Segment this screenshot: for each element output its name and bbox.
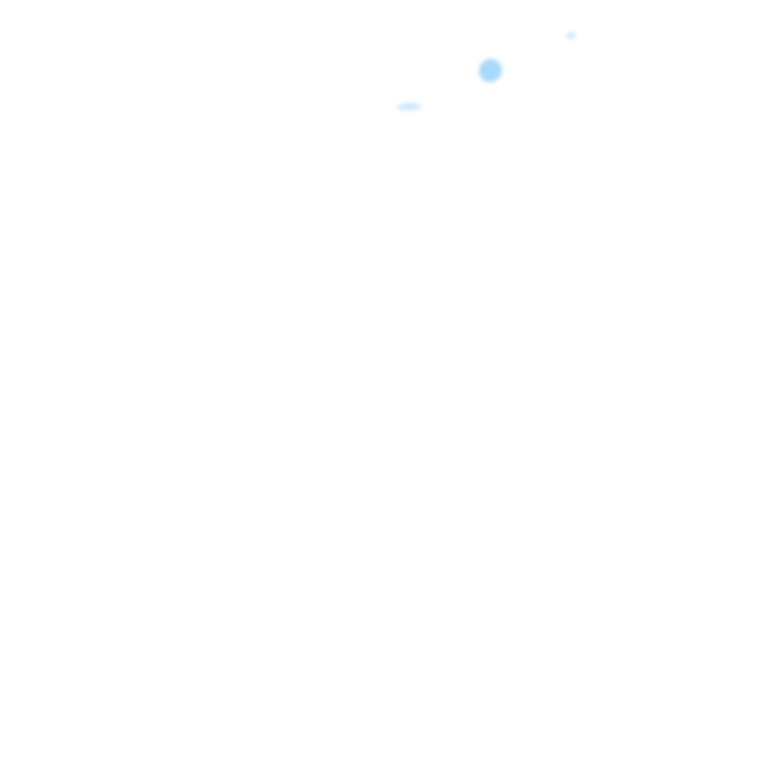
blue-blob-streak	[397, 103, 421, 110]
blue-blob-small	[566, 32, 576, 39]
blue-blob-large	[479, 59, 502, 82]
